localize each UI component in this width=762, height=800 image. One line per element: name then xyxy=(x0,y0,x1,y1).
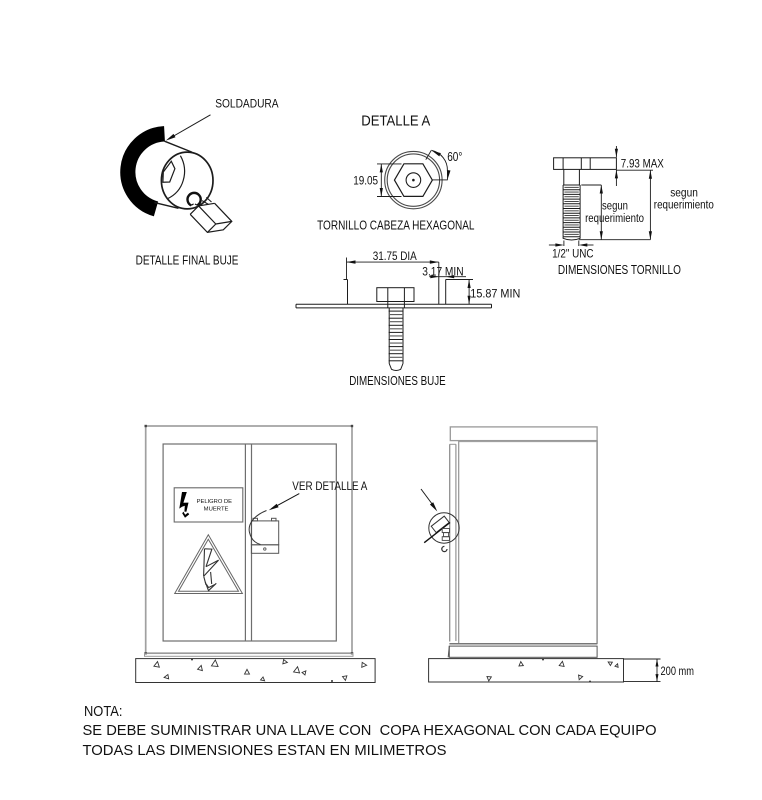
svg-text:SE DEBE SUMINISTRAR UNA LLAVE: SE DEBE SUMINISTRAR UNA LLAVE CON COPA H… xyxy=(83,723,657,739)
svg-text:segun: segun xyxy=(602,200,628,212)
svg-text:1/2" UNC: 1/2" UNC xyxy=(552,246,594,260)
svg-text:requerimiento: requerimiento xyxy=(585,213,644,225)
svg-text:19.05: 19.05 xyxy=(353,176,378,188)
svg-text:60°: 60° xyxy=(447,149,462,164)
svg-text:3.17 MIN: 3.17 MIN xyxy=(422,264,463,278)
svg-text:VER DETALLE A: VER DETALLE A xyxy=(292,479,367,493)
svg-text:SOLDADURA: SOLDADURA xyxy=(215,97,278,111)
svg-text:7.93 MAX: 7.93 MAX xyxy=(621,157,664,171)
svg-text:TODAS LAS DIMENSIONES ESTAN EN: TODAS LAS DIMENSIONES ESTAN EN MILIMETRO… xyxy=(83,743,447,759)
svg-text:DETALLE FINAL BUJE: DETALLE FINAL BUJE xyxy=(136,253,239,267)
svg-text:200 mm: 200 mm xyxy=(661,664,695,678)
svg-text:15.87 MIN: 15.87 MIN xyxy=(470,286,520,300)
svg-text:31.75 DIA: 31.75 DIA xyxy=(373,249,418,263)
svg-text:MUERTE: MUERTE xyxy=(204,507,229,513)
svg-text:DIMENSIONES TORNILLO: DIMENSIONES TORNILLO xyxy=(558,263,681,277)
svg-text:requerimiento: requerimiento xyxy=(654,200,714,212)
svg-text:PELIGRO DE: PELIGRO DE xyxy=(197,499,233,505)
svg-text:TORNILLO CABEZA HEXAGONAL: TORNILLO CABEZA HEXAGONAL xyxy=(317,218,474,232)
svg-text:DETALLE A: DETALLE A xyxy=(361,113,431,130)
svg-text:segun: segun xyxy=(670,187,698,199)
svg-text:DIMENSIONES BUJE: DIMENSIONES BUJE xyxy=(349,374,446,388)
svg-text:NOTA:: NOTA: xyxy=(84,704,122,720)
